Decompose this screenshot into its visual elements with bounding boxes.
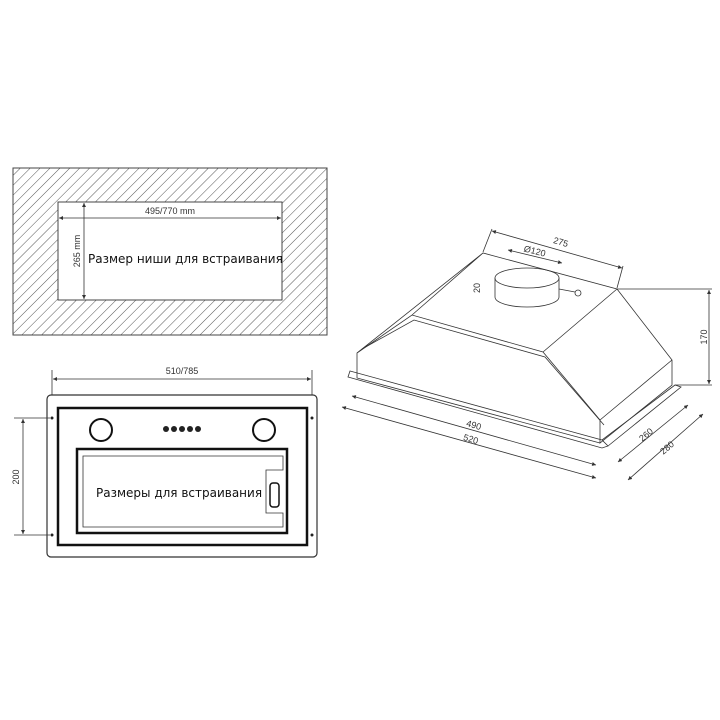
top-width-label: 275 [552, 235, 569, 249]
niche-view: 495/770 mm 265 mm Размер ниши для встраи… [12, 167, 328, 336]
hood-body [356, 252, 673, 444]
niche-opening [57, 201, 283, 301]
inner-depth-label: 260 [637, 426, 655, 443]
niche-width-label: 495/770 mm [145, 206, 195, 216]
front-view: 510/785 Размеры для встраивания 200 [11, 366, 318, 558]
inner-width-dimension [351, 395, 597, 466]
inner-width-label: 490 [465, 418, 482, 432]
height-label: 170 [699, 329, 709, 344]
duct-diameter-dimension [507, 248, 563, 265]
niche-caption: Размер ниши для встраивания [88, 252, 283, 266]
front-width-label: 510/785 [166, 366, 199, 376]
filter-panel [75, 447, 289, 535]
front-height-label: 200 [11, 469, 21, 484]
outer-depth-dimension [627, 413, 704, 481]
light-left [89, 418, 113, 442]
duct-height-label: 20 [472, 283, 482, 293]
front-caption: Размеры для встраивания [96, 486, 262, 500]
outer-width-dimension [341, 406, 597, 479]
front-frame [46, 394, 318, 558]
iso-view: 275 Ø120 20 170 490 520 260 280 [341, 228, 712, 481]
duct [494, 267, 582, 308]
light-right [252, 418, 276, 442]
control-buttons [163, 426, 201, 432]
base-plate [347, 370, 682, 449]
filter-handle [269, 482, 280, 508]
niche-height-label: 265 mm [72, 235, 82, 268]
outer-depth-label: 280 [658, 439, 676, 456]
outer-width-label: 520 [462, 432, 479, 446]
front-inner-frame [56, 406, 309, 547]
